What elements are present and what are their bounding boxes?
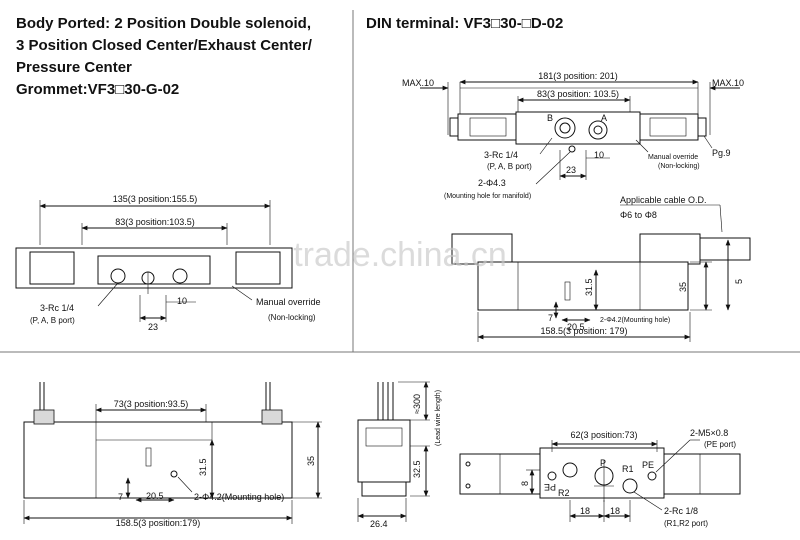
- left-title-line-2: 3 Position Closed Center/Exhaust Center/: [16, 37, 312, 54]
- bottom-m5: 2-M5×0.8: [690, 428, 728, 438]
- bottom-label-r2: R2: [558, 488, 570, 498]
- bottom-d18a: 18: [580, 506, 590, 516]
- grommet-side-view: 73(3 position:93.5) 35 31.5 7 20.5 2-Φ4.…: [23, 382, 322, 528]
- din-top-max-right: MAX.10: [712, 78, 744, 88]
- left-title-line-1: Body Ported: 2 Position Double solenoid,: [16, 15, 312, 32]
- end-h325: 32.5: [412, 460, 422, 478]
- din-side-cable: Applicable cable O.D.: [620, 195, 707, 205]
- grommet-side-center: 73(3 position:93.5): [114, 399, 189, 409]
- din-top-d10: 10: [594, 150, 604, 160]
- grommet-side-h35: 35: [306, 456, 316, 466]
- din-top-max-left: MAX.10: [402, 78, 434, 88]
- bottom-label-p: P: [600, 458, 606, 468]
- grommet-top-d23: 23: [148, 322, 158, 332]
- din-side-h35: 35: [678, 282, 688, 292]
- din-top-label-b: B: [547, 113, 553, 123]
- din-side-view: Applicable cable O.D. Φ6 to Φ8 35 5 31.5…: [451, 195, 751, 342]
- bottom-center: 62(3 position:73): [570, 430, 637, 440]
- grommet-side-overall: 158.5(3 position:179): [116, 518, 201, 528]
- bottom-m5-sub: (PE port): [704, 440, 736, 449]
- din-top-pg: Pg.9: [712, 148, 731, 158]
- din-side-hole: 2-Φ4.2(Mounting hole): [600, 317, 670, 324]
- bottom-rc: 2-Rc 1/8: [664, 506, 698, 516]
- grommet-top-view: 135(3 position:155.5) 83(3 position:103.…: [15, 194, 321, 332]
- din-top-hole: 2-Φ4.3: [478, 178, 506, 188]
- din-top-center: 83(3 position: 103.5): [537, 89, 619, 99]
- grommet-top-center-dim: 83(3 position:103.5): [115, 217, 195, 227]
- din-side-h315: 31.5: [584, 278, 594, 296]
- watermark: trade.china.cn: [293, 236, 507, 274]
- din-top-manual-sub: (Non-locking): [658, 163, 700, 170]
- left-title-line-4: Grommet:VF3□30-G-02: [16, 81, 180, 98]
- din-top-port-sub: (P, A, B port): [487, 162, 532, 171]
- bottom-label-pe2: PE: [544, 482, 556, 492]
- end-w264: 26.4: [370, 519, 388, 529]
- din-side-cable-range: Φ6 to Φ8: [620, 210, 657, 220]
- bottom-d18b: 18: [610, 506, 620, 516]
- din-top-d23: 23: [566, 165, 576, 175]
- grommet-top-d10: 10: [177, 296, 187, 306]
- din-side-d205: 20.5: [567, 322, 585, 332]
- grommet-side-hole: 2-Φ4.2(Mounting hole): [194, 492, 284, 502]
- grommet-side-h315: 31.5: [198, 458, 208, 476]
- end-view: ≈300 (Lead wire length) 32.5 26.4: [357, 381, 442, 529]
- right-title: DIN terminal: VF3□30-□D-02: [366, 15, 564, 32]
- grommet-top-overall-dim: 135(3 position:155.5): [113, 194, 198, 204]
- din-side-overall: 158.5(3 position: 179): [540, 326, 627, 336]
- din-top-overall: 181(3 position: 201): [538, 71, 618, 81]
- left-title-line-3: Pressure Center: [16, 59, 132, 76]
- grommet-side-d205: 20.5: [146, 491, 164, 501]
- din-top-hole-sub: (Mounting hole for manifold): [444, 193, 531, 200]
- bottom-view: 62(3 position:73) P R1 PE PE R2 8 18 18: [459, 428, 741, 528]
- grommet-top-port-sub: (P, A, B port): [30, 316, 75, 325]
- din-side-d7: 7: [548, 313, 553, 323]
- bottom-d8: 8: [520, 481, 530, 486]
- din-top-label-a: A: [601, 113, 607, 123]
- grommet-top-manual-sub: (Non-locking): [268, 313, 316, 322]
- din-top-port: 3-Rc 1/4: [484, 150, 518, 160]
- end-lead-length: ≈300: [412, 394, 422, 414]
- bottom-rc-sub: (R1,R2 port): [664, 519, 708, 528]
- grommet-top-port: 3-Rc 1/4: [40, 303, 74, 313]
- bottom-label-pe: PE: [642, 460, 654, 470]
- end-lead-sub: (Lead wire length): [435, 390, 442, 446]
- din-side-h5: 5: [734, 279, 744, 284]
- din-top-manual: Manual override: [648, 154, 698, 161]
- grommet-top-manual: Manual override: [256, 297, 321, 307]
- bottom-label-r1: R1: [622, 464, 634, 474]
- grommet-side-d7: 7: [118, 492, 123, 502]
- din-top-view: MAX.10 MAX.10 181(3 position: 201) 83(3 …: [402, 71, 744, 200]
